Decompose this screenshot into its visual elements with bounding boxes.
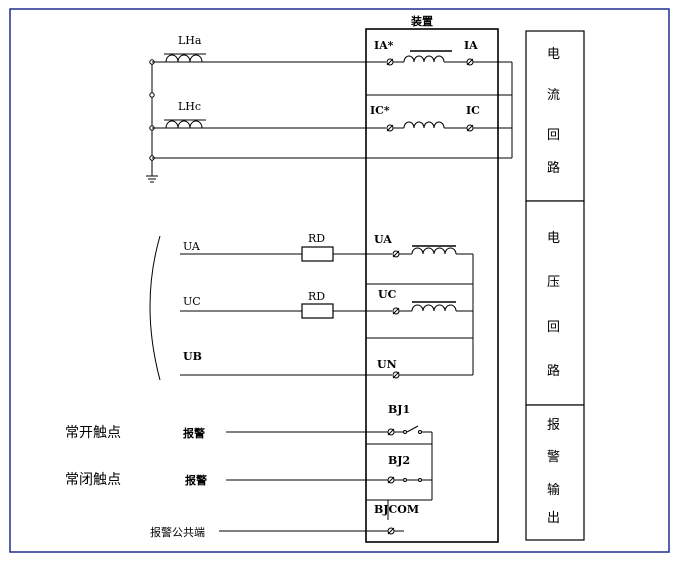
ct-label-lhc: LHc (178, 100, 201, 113)
terminal-ia-star: IA* (374, 39, 394, 52)
label-normally-closed: 常闭触点 (65, 472, 121, 488)
bj2-contact-b (418, 478, 422, 482)
ct-node-2 (149, 92, 155, 98)
outer-frame (9, 8, 670, 553)
voltage-input-ub: UB (183, 350, 202, 363)
voltage-input-uc: UC (183, 295, 201, 308)
voltage-loop-char-4: 路 (547, 363, 560, 379)
device-box (365, 28, 499, 543)
label-alarm-1: 报警 (183, 426, 205, 440)
terminal-ic-star: IC* (370, 104, 390, 117)
current-loop-char-3: 回 (547, 128, 560, 143)
ic-coil (403, 121, 445, 129)
alarm-output-char-1: 报 (547, 418, 560, 433)
voltage-loop-char-1: 电 (547, 231, 560, 246)
voltage-loop-char-3: 回 (547, 320, 560, 335)
alarm-output-char-4: 出 (547, 511, 560, 526)
ct-label-lha: LHa (178, 34, 202, 47)
fuse-rd-2-label: RD (308, 290, 325, 303)
label-alarm-2: 报警 (185, 473, 207, 487)
alarm-output-char-3: 输 (547, 482, 560, 498)
bj1-contact-a (403, 430, 407, 434)
label-normally-open: 常开触点 (65, 425, 121, 441)
terminal-bj2: BJ2 (388, 454, 410, 467)
bj1-switch-blade (406, 425, 419, 433)
terminal-un: UN (377, 358, 397, 371)
current-loop-panel (525, 30, 585, 202)
current-loop-char-4: 路 (547, 160, 560, 176)
terminal-uc: UC (378, 288, 397, 301)
device-title: 装置 (410, 14, 433, 28)
terminal-ua: UA (374, 233, 392, 246)
current-loop-char-1: 电 (547, 47, 560, 62)
terminal-ic: IC (466, 104, 480, 117)
fuse-rd-1-label: RD (308, 232, 325, 245)
terminal-ia: IA (464, 39, 478, 52)
bj1-contact-b (418, 430, 422, 434)
alarm-output-char-2: 警 (547, 449, 560, 465)
fuse-rd-1 (301, 246, 334, 262)
fuse-rd-2 (301, 303, 334, 319)
voltage-input-ua: UA (183, 240, 201, 253)
label-alarm-common: 报警公共端 (150, 525, 205, 539)
terminal-bjcom: BJCOM (374, 503, 419, 516)
terminal-bj1: BJ1 (388, 403, 410, 416)
bj2-contact-a (403, 478, 407, 482)
ia-coil (403, 55, 445, 63)
current-loop-char-2: 流 (547, 88, 560, 103)
ct-coil-lhc (165, 120, 203, 129)
alarm-output-panel (525, 404, 585, 541)
uc-coil (411, 304, 457, 312)
ua-coil (411, 247, 457, 255)
ct-coil-lha (165, 54, 203, 63)
voltage-loop-char-2: 压 (547, 275, 560, 290)
voltage-bracket (149, 235, 161, 381)
